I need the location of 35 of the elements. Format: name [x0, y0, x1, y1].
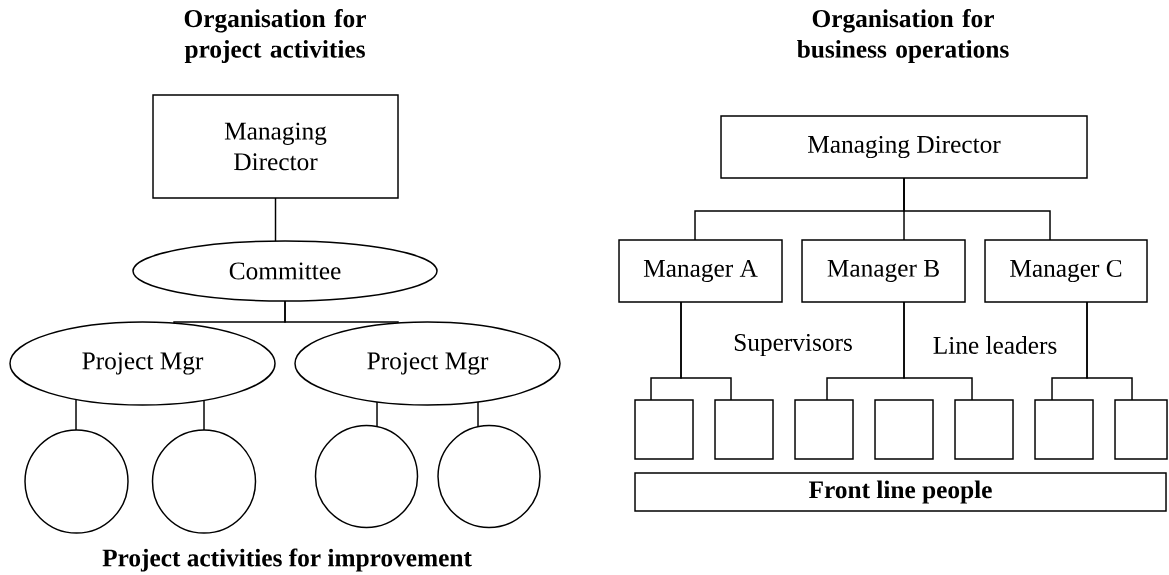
connector-line — [274, 197, 277, 242]
circle-node — [151, 429, 257, 534]
ellipse-node: Project Mgr — [294, 321, 561, 406]
heading: Organisation for business operations — [797, 9, 1009, 63]
connector-line — [477, 401, 479, 428]
bar-box: Front line people — [634, 472, 1167, 512]
org-box: Managing Director — [152, 94, 399, 199]
square-node — [794, 399, 854, 460]
circle-node — [437, 424, 541, 529]
connector-line — [284, 300, 399, 324]
org-box: Manager B — [801, 239, 966, 303]
connector-line — [903, 177, 1051, 241]
connector-line — [203, 399, 205, 431]
connector-line — [376, 401, 378, 428]
square-node — [874, 399, 934, 460]
org-box: Manager A — [618, 239, 783, 303]
square-node — [954, 399, 1014, 460]
ellipse-node: Committee — [132, 240, 438, 302]
square-node — [1114, 399, 1168, 460]
org-box: Manager C — [984, 239, 1148, 303]
connector-line — [1086, 301, 1133, 401]
group-label: Supervisors — [734, 333, 852, 357]
circle-node — [314, 424, 419, 529]
heading: Organisation for project activities — [184, 9, 366, 63]
connector-line — [903, 301, 973, 401]
connector-line — [75, 398, 77, 431]
group-label: Line leaders — [933, 336, 1057, 354]
circle-node — [24, 429, 129, 534]
connector-line — [680, 301, 732, 401]
square-node — [714, 399, 774, 460]
square-node — [634, 399, 694, 460]
org-box: Managing Director — [720, 115, 1088, 179]
ellipse-node: Project Mgr — [9, 321, 276, 406]
caption: Project activities for improvement — [102, 548, 472, 572]
square-node — [1034, 399, 1094, 460]
